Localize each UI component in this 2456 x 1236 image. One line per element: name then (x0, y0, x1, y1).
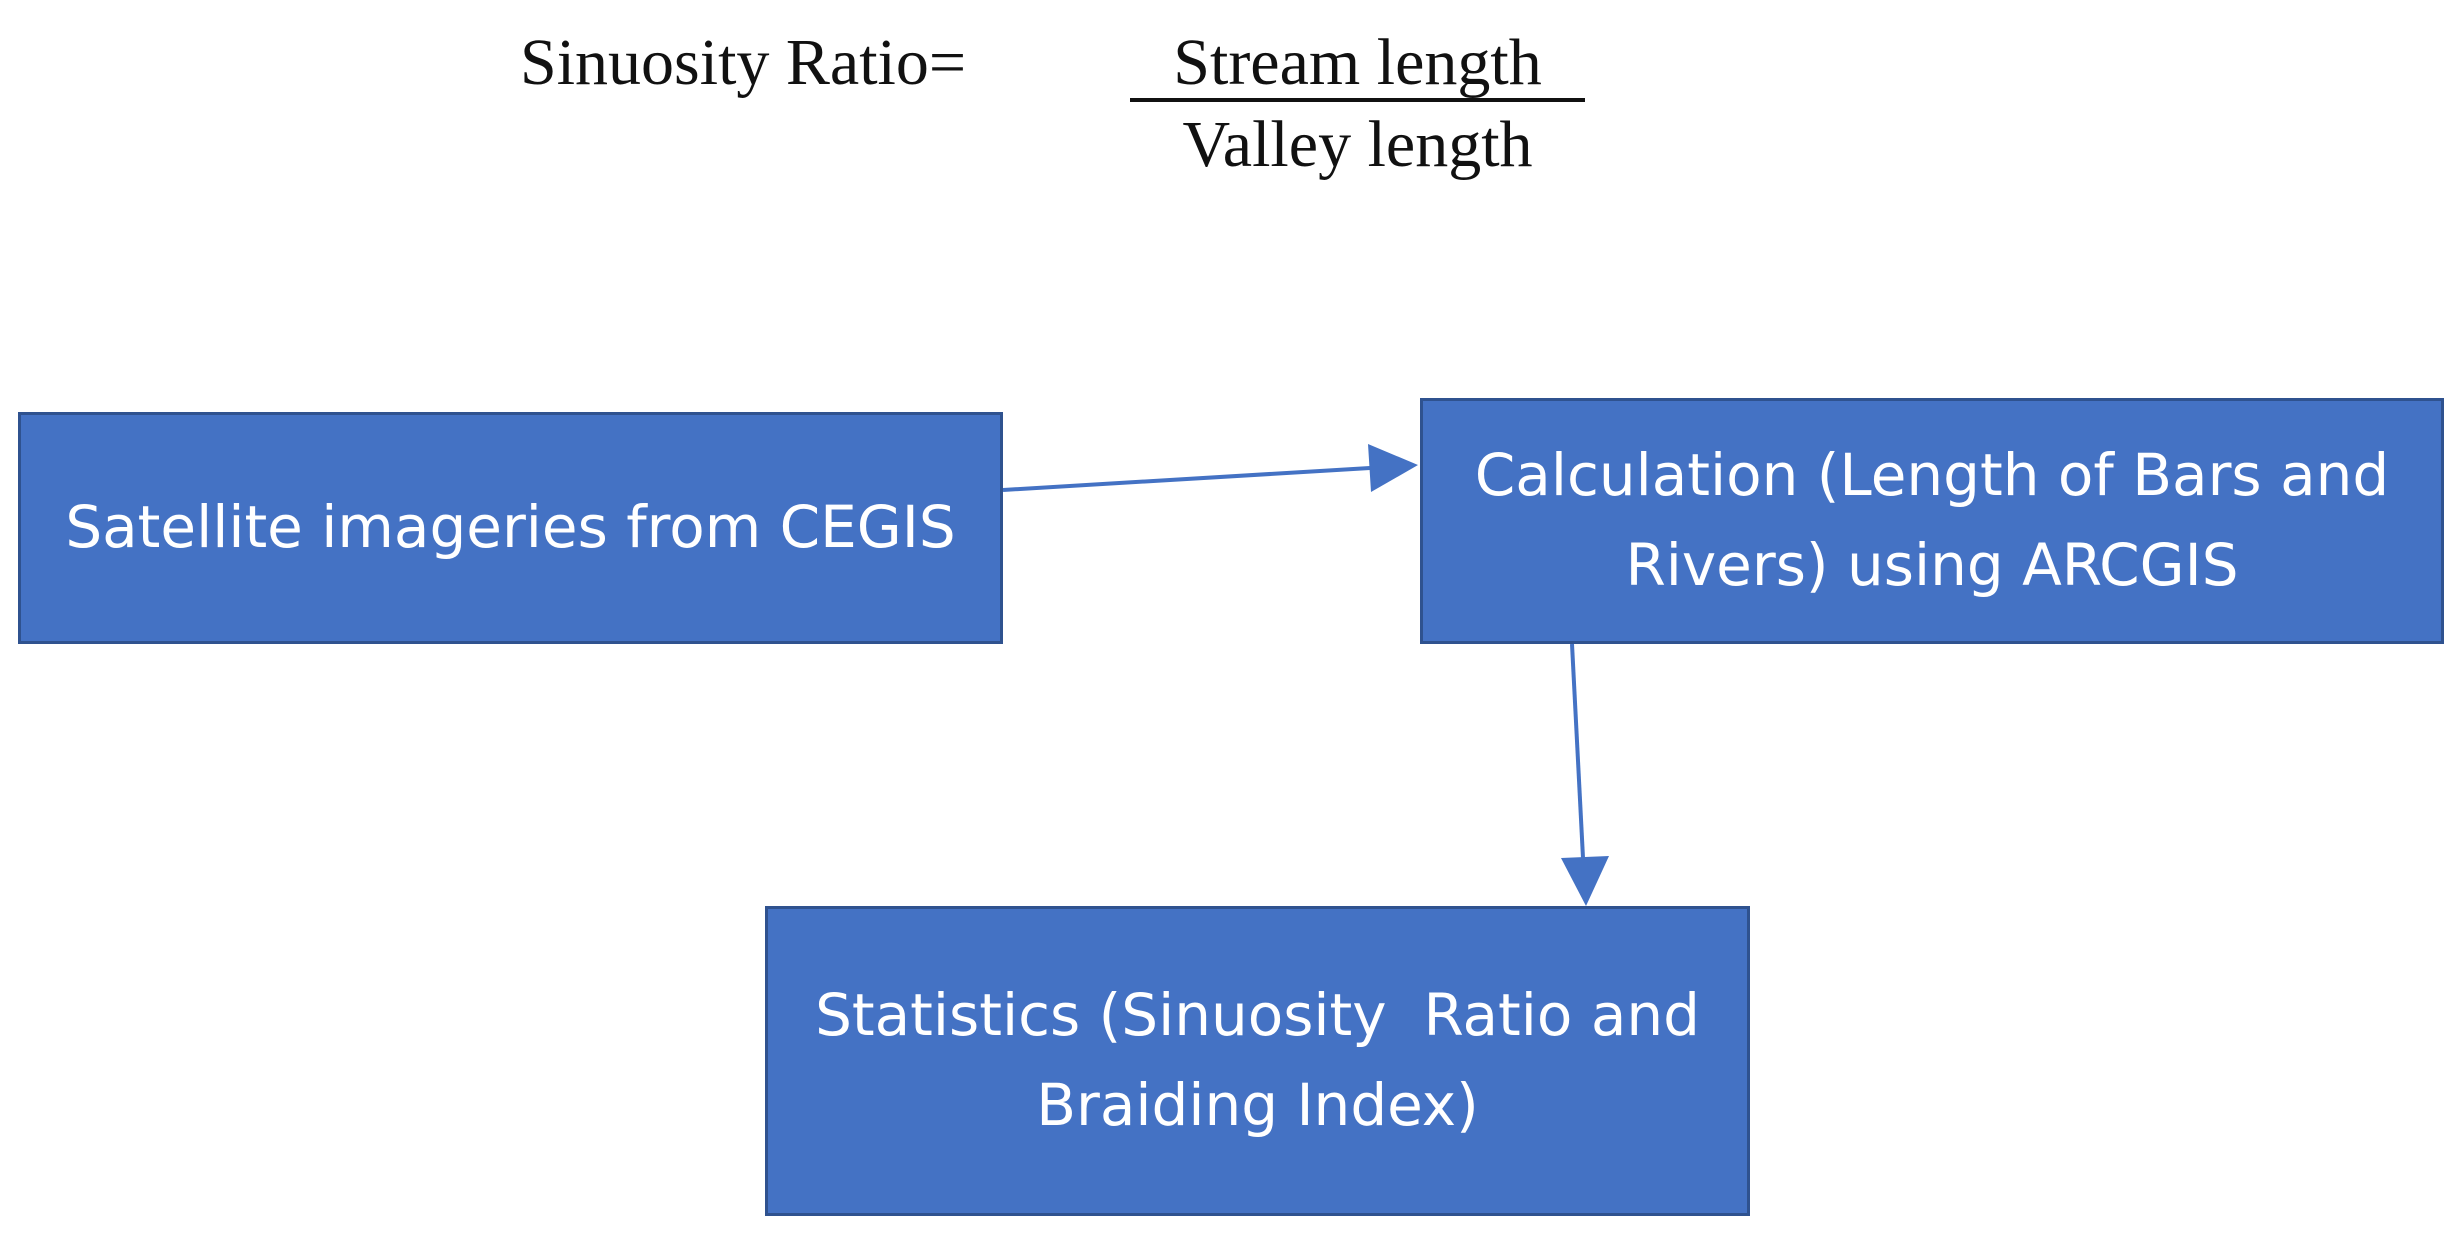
arrow-satellite-to-calculation (1002, 444, 1418, 492)
arrow-line (1570, 643, 1585, 859)
formula-numerator: Stream length (1173, 26, 1542, 99)
arrow-line (1002, 466, 1371, 492)
arrow-head (1368, 444, 1418, 492)
formula-label: Sinuosity Ratio= (520, 26, 967, 99)
box-satellite-label: Satellite imageries from CEGIS (65, 493, 956, 562)
box-statistics-label: Statistics (Sinuosity Ratio and Braiding… (815, 981, 1719, 1139)
box-calculation: Calculation (Length of Bars and Rivers) … (1420, 398, 2444, 644)
arrow-calculation-to-statistics (1561, 643, 1609, 906)
fraction-bar (1130, 98, 1585, 102)
box-calculation-label: Calculation (Length of Bars and Rivers) … (1474, 441, 2390, 599)
arrow-head (1561, 856, 1609, 906)
formula-denominator: Valley length (1182, 108, 1533, 181)
box-satellite-imageries: Satellite imageries from CEGIS (18, 412, 1003, 644)
box-statistics: Statistics (Sinuosity Ratio and Braiding… (765, 906, 1750, 1216)
